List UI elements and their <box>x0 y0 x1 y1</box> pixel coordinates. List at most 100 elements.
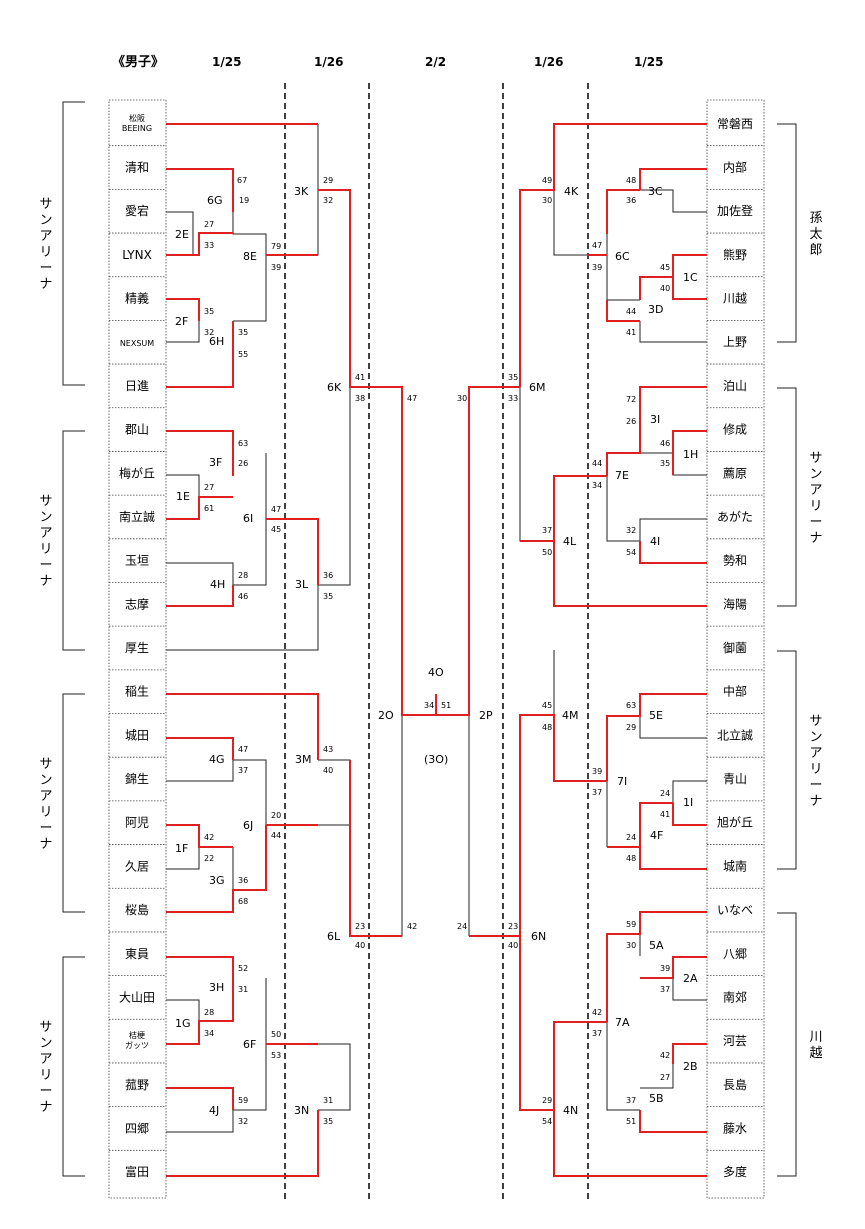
venue-char: ー <box>39 261 52 276</box>
score: 39 <box>592 767 602 776</box>
left-team-name: 錦生 <box>125 771 149 786</box>
left-team-name: 南立誠 <box>119 509 155 524</box>
right-team-list: 常磐西内部加佐登熊野川越上野泊山修成薦原あがた勢和海陽御薗中部北立誠青山旭が丘城… <box>717 117 753 1179</box>
venue-char: ン <box>39 510 52 525</box>
score: 31 <box>323 1096 333 1105</box>
scores: 67 19 27 33 79 39 29 32 35 32 35 55 41 3… <box>204 176 670 1126</box>
venue-char: リ <box>39 542 52 557</box>
match-label: 3I <box>650 413 660 426</box>
match-label: 6N <box>531 930 546 943</box>
right-team-name: 中部 <box>723 684 747 699</box>
score: 41 <box>355 373 365 382</box>
left-team-name: 東員 <box>125 947 149 961</box>
venue-char: ン <box>39 1036 52 1051</box>
score: 41 <box>660 810 670 819</box>
venue-char: ア <box>809 483 822 498</box>
score: 52 <box>238 964 248 973</box>
venue-char: 孫 <box>809 211 822 226</box>
match-label: 2E <box>175 228 189 241</box>
score: 67 <box>237 176 247 185</box>
venue-char: サ <box>39 197 52 212</box>
score: 61 <box>204 504 214 513</box>
venue-char: ア <box>39 526 52 541</box>
match-label: 1C <box>683 271 698 284</box>
venue-char: サ <box>39 757 52 772</box>
match-label: 5A <box>649 939 664 952</box>
venue-char: ナ <box>39 277 52 292</box>
score: 27 <box>204 483 214 492</box>
left-team-name: 桔梗 <box>129 1030 145 1040</box>
score: 24 <box>660 789 670 798</box>
venue-char: ー <box>39 558 52 573</box>
match-label: 4G <box>209 753 225 766</box>
score: 31 <box>238 985 248 994</box>
score: 35 <box>238 328 248 337</box>
score: 42 <box>592 1008 602 1017</box>
right-team-name: 修成 <box>723 422 747 437</box>
match-label: 2A <box>683 972 698 985</box>
right-team-name: 常磐西 <box>717 117 753 131</box>
right-team-name: 泊山 <box>723 379 747 393</box>
venue-char: ン <box>809 467 822 482</box>
match-label: 3N <box>294 1104 309 1117</box>
score: 37 <box>542 526 552 535</box>
right-team-name: 城南 <box>723 858 747 873</box>
score: 38 <box>355 394 365 403</box>
score: 59 <box>626 920 636 929</box>
left-team-name: 志摩 <box>125 596 149 611</box>
match-label: 3D <box>648 303 663 316</box>
score: 42 <box>660 1051 670 1060</box>
venue-char: ナ <box>39 574 52 589</box>
right-team-name: 薦原 <box>723 466 747 480</box>
score: 47 <box>271 505 281 514</box>
division-title: 《男子》 <box>112 54 164 70</box>
score: 24 <box>626 833 636 842</box>
score: 59 <box>238 1096 248 1105</box>
match-labels: 3K 6G 2E 8E 2F 6H 6K 3F 1E 6I 4H 3L 4G 3… <box>175 185 698 1117</box>
score: 24 <box>457 922 467 931</box>
score: 32 <box>238 1117 248 1126</box>
venue-char: ナ <box>809 794 822 809</box>
match-label: (3O) <box>424 753 448 766</box>
left-team-name: 阿児 <box>125 816 149 830</box>
date-round-1-left: 1/25 <box>212 55 241 69</box>
score: 55 <box>238 350 248 359</box>
score: 39 <box>271 263 281 272</box>
score: 47 <box>238 745 248 754</box>
right-team-name: 旭が丘 <box>717 815 753 830</box>
right-team-name: 勢和 <box>723 553 747 568</box>
score: 34 <box>424 701 434 710</box>
score: 63 <box>238 439 248 448</box>
score: 45 <box>660 263 670 272</box>
score: 30 <box>626 941 636 950</box>
score: 29 <box>323 176 333 185</box>
match-label: 4J <box>209 1104 219 1117</box>
match-label: 4N <box>563 1104 578 1117</box>
right-team-name: あがた <box>717 509 753 524</box>
score: 54 <box>542 1117 552 1126</box>
bracket-lines-winner <box>166 123 707 1177</box>
match-label: 2P <box>479 709 493 722</box>
match-label: 1E <box>176 490 190 503</box>
left-team-name: 菰野 <box>125 1078 149 1092</box>
score: 35 <box>204 307 214 316</box>
venue-char: 太 <box>809 227 822 242</box>
right-team-name: 青山 <box>723 772 747 786</box>
match-label: 7A <box>615 1016 630 1029</box>
match-label: 4O <box>428 666 444 679</box>
score: 44 <box>592 459 602 468</box>
match-label: 6M <box>529 381 546 394</box>
score: 33 <box>204 241 214 250</box>
score: 79 <box>271 242 281 251</box>
score: 54 <box>626 548 636 557</box>
right-team-name: 御薗 <box>723 640 747 655</box>
score: 35 <box>508 373 518 382</box>
team-dividers <box>109 145 764 1151</box>
venue-char: サ <box>809 451 822 466</box>
score: 35 <box>323 1117 333 1126</box>
date-final: 2/2 <box>425 55 446 69</box>
score: 42 <box>204 833 214 842</box>
match-label: 6C <box>615 250 630 263</box>
venue-char: ア <box>39 229 52 244</box>
match-label: 3C <box>648 185 663 198</box>
